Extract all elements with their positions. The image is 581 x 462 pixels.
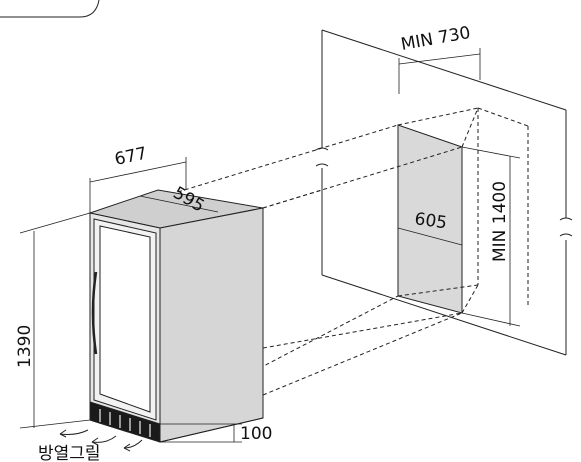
wine-cabinet [88, 189, 264, 443]
niche [397, 107, 529, 314]
vent-grille-callout: 방열그릴 [38, 429, 143, 462]
wall-frame [315, 29, 573, 356]
label-vent-grille: 방열그릴 [38, 444, 101, 462]
dim-min-width: MIN 730 [398, 23, 481, 94]
label-min-height: MIN 1400 [490, 181, 510, 262]
cabinet-side [159, 207, 264, 443]
door-handle [91, 271, 98, 355]
label-cabinet-height: 1390 [15, 325, 35, 368]
dim-cabinet-height: 1390 [15, 212, 91, 429]
dim-bottom-gap: 100 [160, 423, 272, 444]
corner-tab [0, 0, 100, 18]
airflow-arrows [59, 429, 143, 452]
label-min-width: MIN 730 [399, 23, 472, 55]
dim-min-height: MIN 1400 [461, 146, 521, 327]
label-niche-depth: 605 [413, 209, 448, 233]
label-bottom-gap: 100 [240, 424, 272, 444]
dim-niche-depth: 605 [397, 209, 463, 251]
door-glass [99, 225, 151, 413]
vent-slots [99, 409, 151, 437]
label-cabinet-depth: 677 [113, 144, 149, 170]
